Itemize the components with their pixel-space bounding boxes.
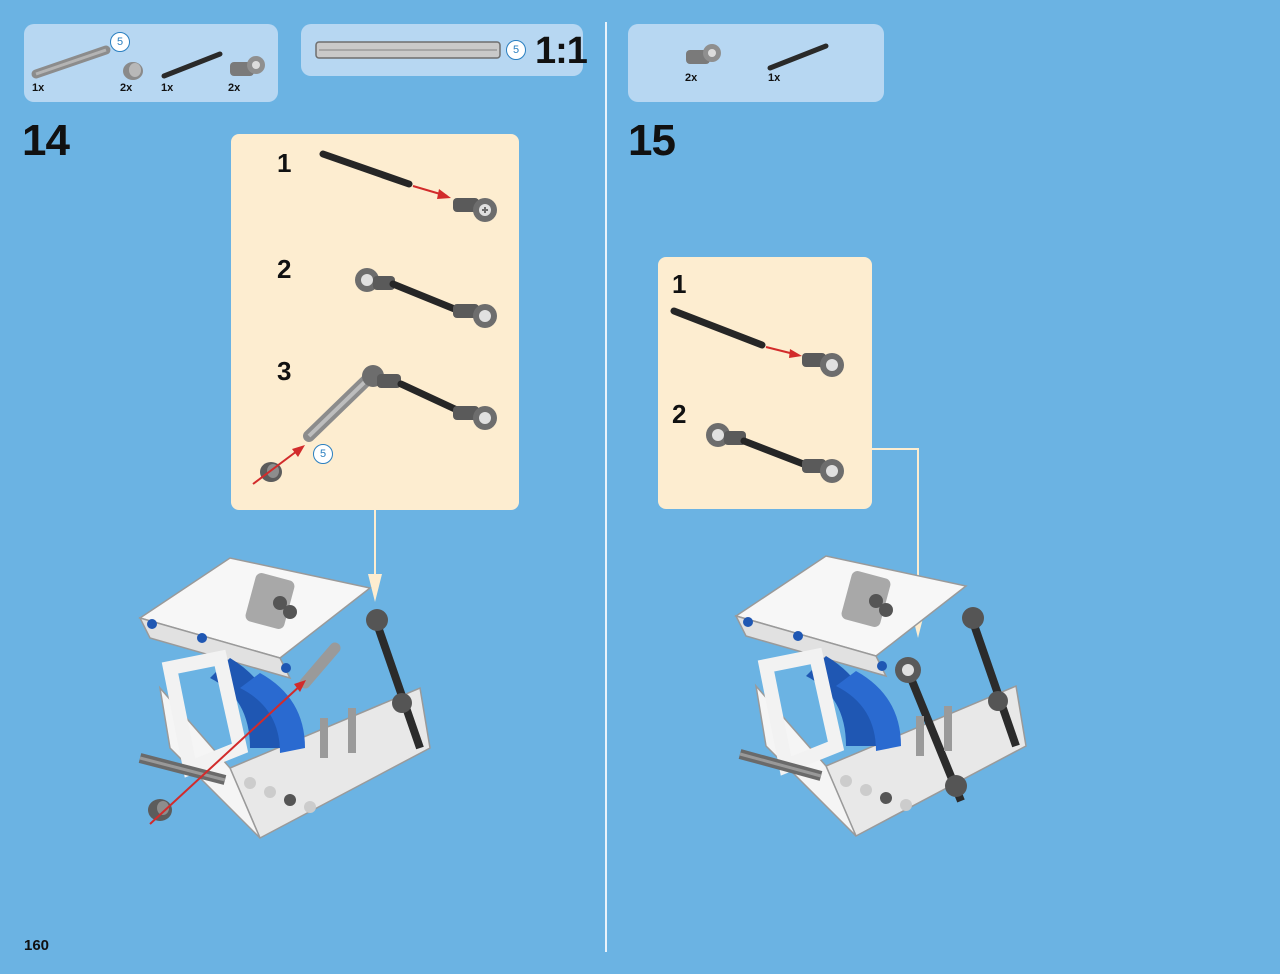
length-badge: 5 bbox=[110, 32, 130, 52]
substep-number: 1 bbox=[277, 148, 292, 178]
length-badge: 5 bbox=[313, 444, 333, 464]
bush-icon bbox=[123, 62, 143, 80]
substep-number: 2 bbox=[672, 399, 687, 429]
scale-ratio: 1:1 bbox=[535, 30, 588, 72]
part-qty: 1x bbox=[32, 82, 45, 94]
part-qty: 2x bbox=[228, 82, 241, 94]
substep-number: 1 bbox=[672, 269, 687, 299]
substep-number: 2 bbox=[277, 254, 292, 284]
page-number: 160 bbox=[24, 937, 50, 954]
substep1-assembly-illustration bbox=[252, 150, 497, 485]
gray-axle-icon bbox=[31, 45, 111, 79]
length-badge: 5 bbox=[506, 40, 526, 60]
step15-subassembly-box: 1 2 bbox=[658, 257, 872, 509]
step-number: 14 bbox=[22, 116, 70, 165]
step15-parts-panel: 2x 1x bbox=[628, 24, 884, 102]
black-axle-icon bbox=[767, 43, 829, 71]
part-qty: 1x bbox=[161, 82, 174, 94]
step15-model-illustration bbox=[734, 555, 1027, 838]
axle-pin-connector-icon bbox=[230, 56, 265, 76]
gray-axle-scale-icon bbox=[315, 41, 501, 59]
step14-parts-panel: 5 1x 2x 1x 2x bbox=[24, 24, 278, 102]
black-axle-icon bbox=[161, 51, 223, 79]
step14-scale-panel: 5 1:1 bbox=[301, 24, 588, 76]
page-divider bbox=[605, 22, 607, 952]
step15-substep-illustration bbox=[670, 307, 844, 483]
part-qty: 2x bbox=[685, 72, 698, 84]
substep-number: 3 bbox=[277, 356, 292, 386]
part-qty: 2x bbox=[120, 82, 133, 94]
axle-pin-connector-icon bbox=[686, 44, 721, 64]
step14-model-illustration bbox=[138, 557, 431, 840]
part-qty: 1x bbox=[768, 72, 781, 84]
step-number: 15 bbox=[628, 116, 676, 165]
step14-subassembly-box: 1 2 3 bbox=[231, 134, 519, 510]
